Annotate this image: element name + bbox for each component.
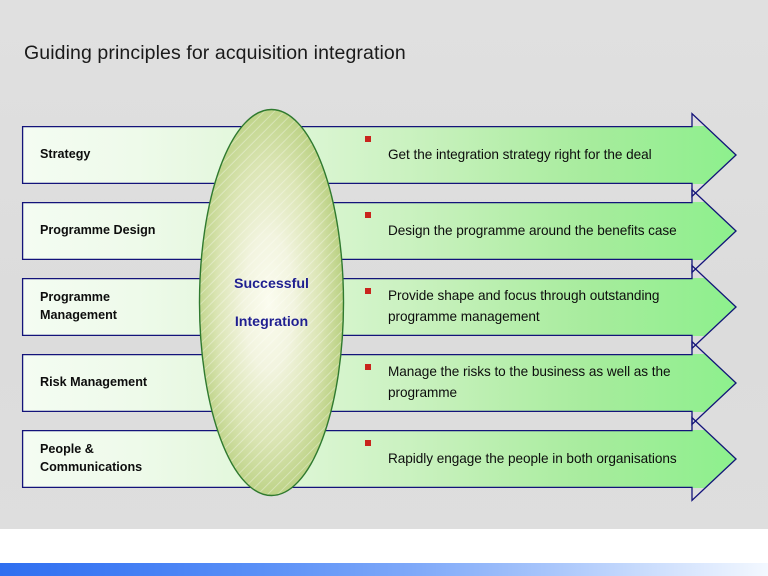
ellipse-label-line1: Successful	[234, 275, 309, 292]
arrow-row-4[interactable]: Risk Management Manage the risks to the …	[21, 340, 737, 426]
row-bullet-text: Rapidly engage the people in both organi…	[388, 450, 677, 466]
footer-gradient-bar	[0, 563, 768, 576]
row-bullet-text: Design the programme around the benefits…	[388, 222, 677, 238]
bullet-square-icon	[365, 288, 371, 294]
row-label-line1: Risk Management	[40, 375, 148, 390]
row-label: Risk Management	[40, 354, 215, 412]
row-label-line1: Programme	[40, 290, 110, 305]
row-bullet: Rapidly engage the people in both organi…	[365, 430, 730, 488]
arrow-row-3[interactable]: Programme Management Provide shape and f…	[21, 264, 737, 350]
bullet-square-icon	[365, 440, 371, 446]
row-bullet-text: Manage the risks to the business as well…	[388, 364, 671, 400]
arrow-row-5[interactable]: People & Communications Rapidly engage t…	[21, 416, 737, 502]
row-label: Strategy	[40, 126, 215, 184]
row-bullet: Get the integration strategy right for t…	[365, 126, 730, 184]
row-label: Programme Design	[40, 202, 215, 260]
row-label: People & Communications	[40, 430, 215, 488]
row-label-line1: Programme Design	[40, 223, 156, 238]
row-bullet: Provide shape and focus through outstand…	[365, 278, 730, 336]
row-label-line2: Communications	[40, 460, 143, 474]
row-bullet: Design the programme around the benefits…	[365, 202, 730, 260]
row-bullet-text: Get the integration strategy right for t…	[388, 146, 652, 162]
row-label-line1: Strategy	[40, 147, 91, 162]
row-label: Programme Management	[40, 278, 215, 336]
bullet-square-icon	[365, 136, 371, 142]
ellipse-label-line2: Integration	[234, 313, 309, 330]
successful-integration-ellipse[interactable]: Successful Integration	[198, 108, 345, 497]
row-bullet: Manage the risks to the business as well…	[365, 354, 730, 412]
arrow-row-2[interactable]: Programme Design Design the programme ar…	[21, 188, 737, 274]
row-label-line2: Management	[40, 308, 117, 322]
ellipse-label: Successful Integration	[198, 108, 345, 497]
page-title: Guiding principles for acquisition integ…	[24, 42, 406, 64]
row-bullet-text: Provide shape and focus through outstand…	[388, 288, 660, 324]
bullet-square-icon	[365, 364, 371, 370]
bullet-square-icon	[365, 212, 371, 218]
arrow-row-1[interactable]: Strategy Get the integration strategy ri…	[21, 112, 737, 198]
row-label-line1: People &	[40, 442, 94, 457]
